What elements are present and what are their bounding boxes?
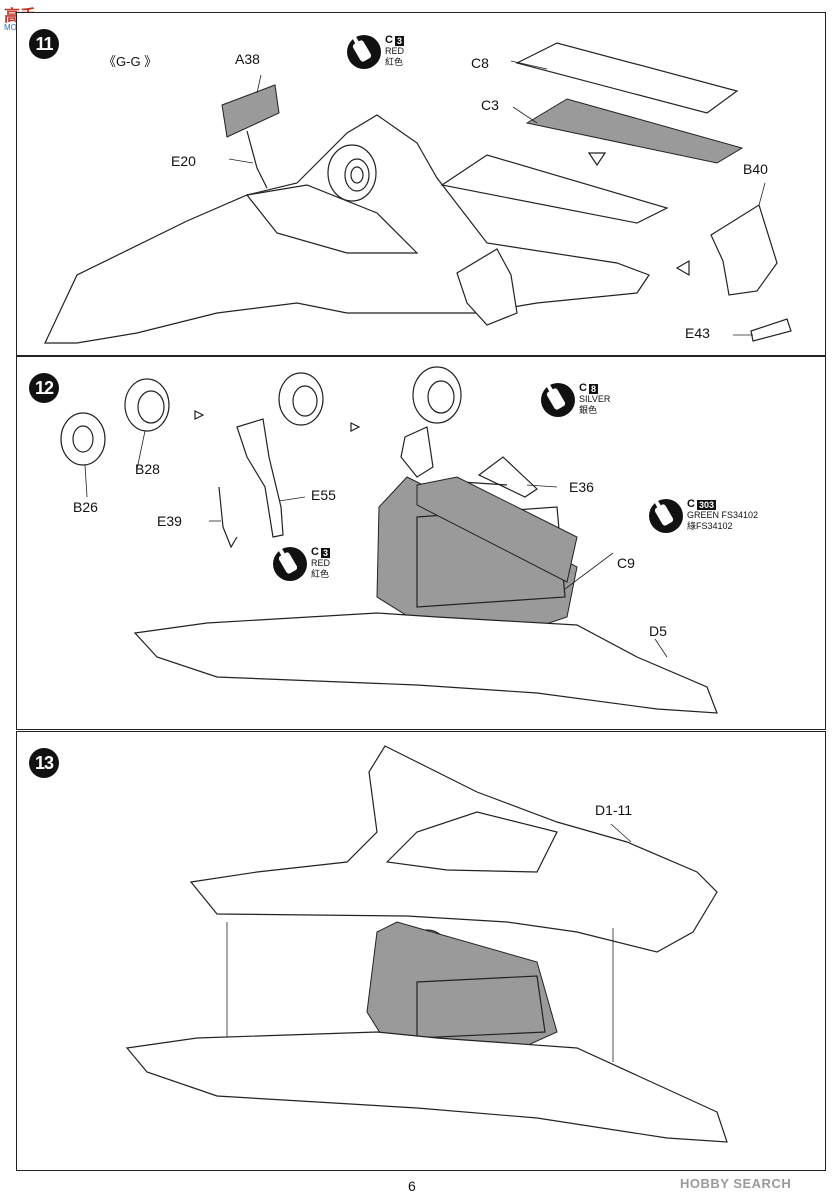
part-label-e43: E43 (685, 325, 710, 341)
paint-code: C (579, 382, 587, 394)
paint-name-cn: 綠FS34102 (687, 521, 733, 531)
step-13-panel: 13 D1-11 (16, 731, 826, 1171)
part-label-c3: C3 (481, 97, 499, 113)
paint-number: 3 (394, 35, 404, 46)
part-label-c9: C9 (617, 555, 635, 571)
part-label-b28: B28 (135, 461, 160, 477)
paintbrush-icon (541, 383, 575, 417)
site-watermark: HOBBY SEARCH (680, 1176, 792, 1191)
part-label-d1-11: D1-11 (595, 802, 633, 818)
paint-code: C (311, 546, 319, 558)
part-label-d5: D5 (649, 623, 667, 639)
page-number: 6 (408, 1178, 416, 1194)
paint-name-cn: 銀色 (579, 405, 598, 415)
step-12-drawing (60, 366, 718, 714)
paint-name: RED (311, 558, 331, 568)
paint-code: C (385, 34, 393, 46)
part-label-e20: E20 (171, 153, 196, 169)
paint-number: 3 (320, 547, 330, 558)
step-number: 11 (29, 29, 59, 59)
section-label: 《G-G 》 (103, 54, 158, 69)
part-label-b40: B40 (743, 161, 768, 177)
part-label-c8: C8 (471, 55, 489, 71)
paint-name: SILVER (579, 394, 611, 404)
part-label-e55: E55 (311, 487, 336, 503)
step-13-drawing (125, 745, 728, 1143)
paintbrush-icon (347, 35, 381, 69)
part-label-e36: E36 (569, 479, 594, 495)
paint-name: RED (385, 46, 405, 56)
paint-code: C (687, 498, 695, 510)
step-11-drawing (44, 42, 792, 344)
paintbrush-icon (649, 499, 683, 533)
step-number: 13 (29, 748, 59, 778)
paint-number: 8 (588, 383, 598, 394)
part-label-e39: E39 (157, 513, 182, 529)
paint-name-cn: 紅色 (311, 569, 330, 579)
step-number: 12 (29, 373, 59, 403)
paint-name-cn: 紅色 (385, 57, 404, 67)
paintbrush-icon (273, 547, 307, 581)
part-label-a38: A38 (235, 51, 260, 67)
paint-number: 303 (696, 499, 716, 510)
part-label-b26: B26 (73, 499, 98, 515)
paint-name: GREEN FS34102 (687, 510, 759, 520)
